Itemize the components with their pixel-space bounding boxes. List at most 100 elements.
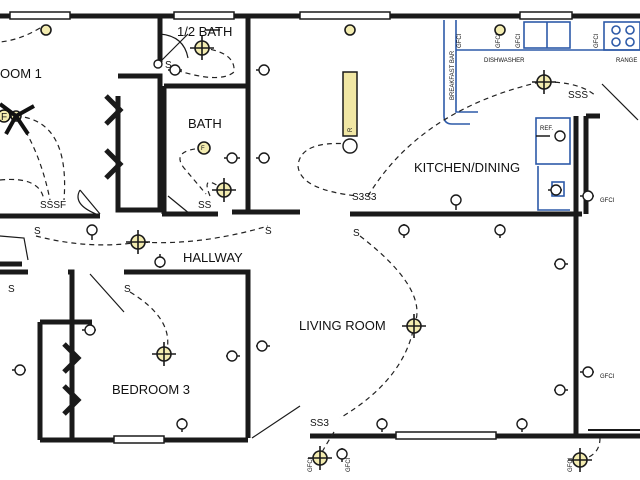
outlet-bed3-4 [12, 364, 26, 376]
gfci-label: GFCI [600, 198, 615, 204]
wall-light-top [344, 24, 356, 36]
wire-halfbath [175, 47, 235, 79]
light-fixtures [40, 24, 592, 472]
outlet-living-bottom-1 [376, 418, 388, 432]
door-halfbath [159, 33, 189, 63]
gfci-labels: GFCI GFCI GFCI GFCI GFCI GFCI GFCI GFCI … [308, 33, 615, 472]
room-label-living-room: LIVING ROOM [299, 318, 386, 333]
room-label-bedroom1: OOM 1 [0, 66, 42, 81]
closet-doors-bed1 [104, 94, 124, 180]
wire-bath-fan [179, 147, 207, 195]
door-bed1 [77, 189, 101, 215]
gfci-label: GFCI [516, 33, 522, 48]
outlet-living-right-1 [554, 258, 568, 270]
wire-bed1-fan-switch-2 [15, 115, 51, 201]
outlet-porch-gfci [336, 448, 348, 462]
wire-hallway [35, 225, 269, 246]
outlet-halfbath-top [153, 29, 220, 69]
light-fixture-bath [212, 178, 236, 202]
light-rays-icon [212, 178, 236, 202]
outlet-halfbath-2 [168, 64, 182, 76]
switch-hall-right: S [265, 226, 272, 237]
outlet-bath [224, 152, 240, 164]
room-label-half-bath: 1/2 BATH [177, 24, 232, 39]
wall-light-icon [494, 24, 506, 36]
outlet-bed3-1 [82, 324, 96, 336]
refrigerator [535, 117, 571, 165]
wire-porch [319, 431, 335, 457]
wall-light-icon [344, 24, 356, 36]
light-rays-icon [532, 70, 556, 94]
light-fixture-halfbath [190, 36, 214, 60]
room-label-bath: BATH [188, 116, 222, 131]
gfci-label: GFCI [308, 457, 314, 472]
ceiling-fan: F [0, 102, 35, 136]
switch-kitchen: S3S3 [352, 192, 377, 203]
light-rays-icon [126, 230, 150, 254]
outlet-halfbath [256, 64, 270, 76]
window-living-top [299, 11, 391, 20]
light-fixture-bedroom3 [152, 342, 176, 366]
exhaust-fan-icon [197, 141, 211, 155]
room-labels: OOM 1 1/2 BATH BATH HALLWAY KITCHEN/DINI… [0, 24, 520, 397]
outlet-living-2 [494, 224, 506, 238]
outlet-hall [154, 254, 166, 268]
room-label-hallway: HALLWAY [183, 250, 243, 265]
pantry-cabinet [537, 166, 570, 211]
outlet-kitchen-3 [536, 130, 566, 142]
appliance-labels: DISHWASHER RANGE BREAKFAST BAR REF. [450, 50, 637, 132]
wire-bed1-a [0, 27, 41, 43]
window-bed1 [9, 11, 71, 20]
door-bed3 [89, 273, 125, 313]
fan-motor-icon [0, 109, 11, 123]
windows [9, 11, 573, 444]
light-rays-icon [152, 342, 176, 366]
wire-kitchen-switches [545, 81, 597, 97]
outlet-bed3-2 [226, 350, 240, 362]
gfci-label: GFCI [568, 457, 574, 472]
light-fixture-kitchen [532, 70, 556, 94]
room-label-bedroom3: BEDROOM 3 [112, 382, 190, 397]
switch-front-door: SS3 [310, 418, 329, 429]
window-kitchen [519, 11, 573, 20]
outlet-right-mid [580, 366, 594, 378]
light-rays-icon [190, 36, 214, 60]
outlet-living-top [256, 152, 270, 164]
switch-bed3: S [124, 284, 131, 295]
fluorescent-fixture: R [342, 71, 358, 154]
outlet-kitchen-2 [450, 194, 462, 210]
switch-living: S [353, 228, 360, 239]
label-dishwasher: DISHWASHER [484, 58, 525, 64]
burner-icon [611, 37, 621, 47]
wire-kitchen-light [367, 81, 541, 197]
gfci-label: GFCI [496, 33, 502, 48]
bath-fan: F [197, 141, 211, 155]
outlet-living-left [256, 340, 270, 352]
closet-doors-bed3 [62, 342, 82, 416]
kitchen-cabinets [443, 20, 640, 211]
outlet-kitchen-1 [398, 224, 410, 238]
fluorescent-label: R [348, 127, 354, 132]
outlet-bed1-closet [86, 224, 98, 240]
wire-bed1-b [0, 178, 45, 201]
gfci-label: GFCI [457, 33, 463, 48]
burner-icon [625, 25, 635, 35]
wall-light-bed1 [40, 24, 52, 36]
light-rays-icon [402, 314, 426, 338]
switch-kitchen-sss: SSS [568, 90, 588, 101]
switch-hall-left: S [34, 226, 41, 237]
outlet-kitchen-4 [548, 184, 562, 196]
outlet-living-right-2 [554, 384, 568, 396]
exhaust-fan-label: F [201, 146, 205, 152]
fluorescent-junction-icon [342, 138, 358, 154]
door-kitchen-exterior [601, 83, 639, 121]
closet-bed1 [115, 73, 163, 213]
room-label-kitchen-dining: KITCHEN/DINING [414, 160, 520, 175]
wall-bed3-left [68, 269, 75, 440]
window-bed3 [113, 435, 165, 444]
burner-icon [611, 25, 621, 35]
fluorescent-light-icon [342, 71, 358, 137]
outlet-ref [580, 190, 594, 202]
switch-bath: SS [198, 200, 212, 211]
